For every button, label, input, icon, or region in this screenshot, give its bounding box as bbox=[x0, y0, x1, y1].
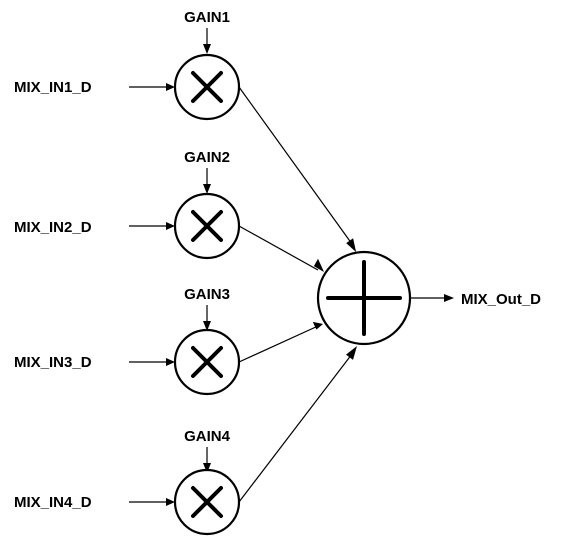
gain-2-label: GAIN2 bbox=[184, 149, 230, 166]
input-1-arrowhead bbox=[166, 83, 175, 91]
gain-3-arrowhead bbox=[203, 321, 211, 331]
input-3-arrowhead bbox=[166, 358, 175, 366]
input-1-label: MIX_IN1_D bbox=[14, 79, 92, 96]
gain-1-label: GAIN1 bbox=[184, 9, 230, 26]
mult-1-to-sum bbox=[238, 86, 353, 245]
input-4-label: MIX_IN4_D bbox=[14, 494, 92, 511]
mult-1-to-sum-arrowhead bbox=[346, 238, 357, 253]
gain-1-arrowhead bbox=[203, 44, 211, 54]
channel-2: GAIN2 MIX_IN2_D bbox=[14, 149, 324, 272]
input-4-arrowhead bbox=[166, 498, 175, 506]
input-3-label: MIX_IN3_D bbox=[14, 354, 92, 371]
mult-2-to-sum-arrowhead bbox=[313, 258, 324, 272]
multiply-icon-4-stroke bbox=[191, 486, 223, 518]
gain-4-label: GAIN4 bbox=[184, 428, 231, 445]
mult-3-to-sum-arrowhead bbox=[312, 321, 323, 330]
mult-2-to-sum bbox=[238, 225, 319, 271]
channel-3: GAIN3 MIX_IN3_D bbox=[14, 286, 323, 396]
output-arrowhead bbox=[444, 294, 454, 302]
gain-4-arrowhead bbox=[203, 463, 211, 473]
gain-2-arrowhead bbox=[203, 184, 211, 194]
channel-1: GAIN1 MIX_IN1_D bbox=[14, 9, 357, 253]
channel-4: GAIN4 MIX_IN4_D bbox=[14, 346, 357, 536]
output-label: MIX_Out_D bbox=[461, 291, 541, 308]
summing-node bbox=[316, 250, 412, 346]
mult-4-to-sum-arrowhead bbox=[346, 346, 357, 360]
input-2-label: MIX_IN2_D bbox=[14, 219, 92, 236]
multiply-icon-1-stroke bbox=[191, 71, 223, 103]
multiply-icon-2-stroke bbox=[191, 210, 223, 242]
mult-4-to-sum bbox=[238, 353, 353, 503]
input-2-arrowhead bbox=[166, 222, 175, 230]
multiply-icon-3-stroke bbox=[191, 346, 223, 378]
mult-3-to-sum bbox=[238, 325, 319, 363]
output: MIX_Out_D bbox=[410, 291, 541, 308]
gain-3-label: GAIN3 bbox=[184, 286, 230, 303]
